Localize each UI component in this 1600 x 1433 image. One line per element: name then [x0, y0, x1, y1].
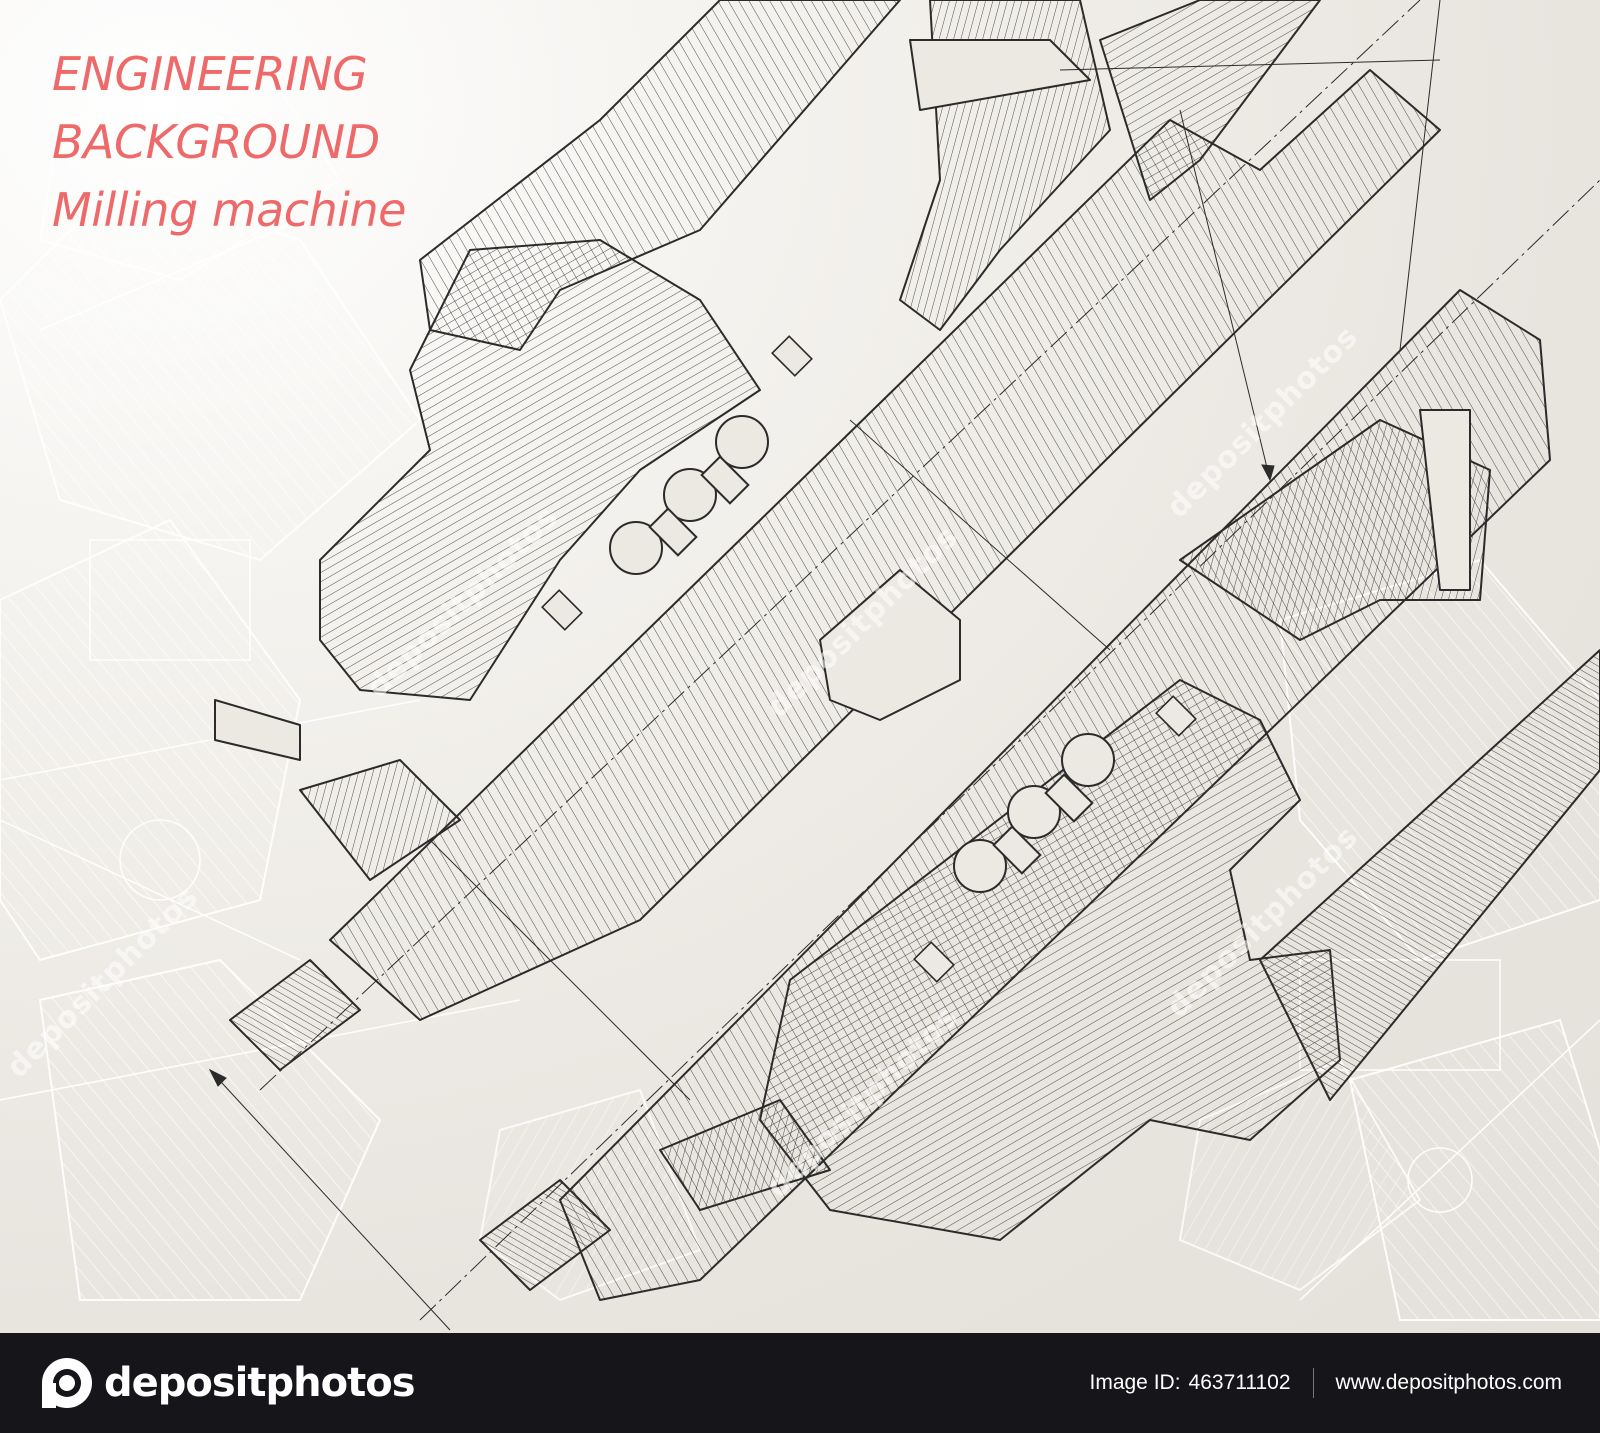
- headline: ENGINEERING BACKGROUND Milling machine: [52, 40, 406, 244]
- brand-name: depositphotos: [104, 1360, 416, 1406]
- drawing-canvas: ENGINEERING BACKGROUND Milling machine d…: [0, 0, 1600, 1333]
- image-id-label: Image ID:: [1089, 1371, 1181, 1394]
- background-ghost-drawing: [0, 58, 1600, 1321]
- meta-divider: [1312, 1368, 1314, 1398]
- brand-link[interactable]: depositphotos: [40, 1357, 416, 1409]
- bearing-balls-lower: [953, 733, 1115, 893]
- image-id-value: 463711102: [1188, 1371, 1291, 1394]
- depositphotos-logo-icon: [42, 1358, 92, 1408]
- bearing-balls-upper: [609, 415, 769, 575]
- spindle-assembly-drawing: [208, 0, 1600, 1331]
- website-link[interactable]: www.depositphotos.com: [1335, 1371, 1562, 1394]
- image-meta: Image ID: 463711102 www.depositphotos.co…: [1089, 1333, 1562, 1433]
- headline-line-1: ENGINEERING: [52, 47, 368, 101]
- headline-line-3: Milling machine: [52, 183, 406, 237]
- footer-bar: depositphotos Image ID: 463711102 www.de…: [0, 1333, 1600, 1433]
- headline-line-2: BACKGROUND: [52, 115, 380, 169]
